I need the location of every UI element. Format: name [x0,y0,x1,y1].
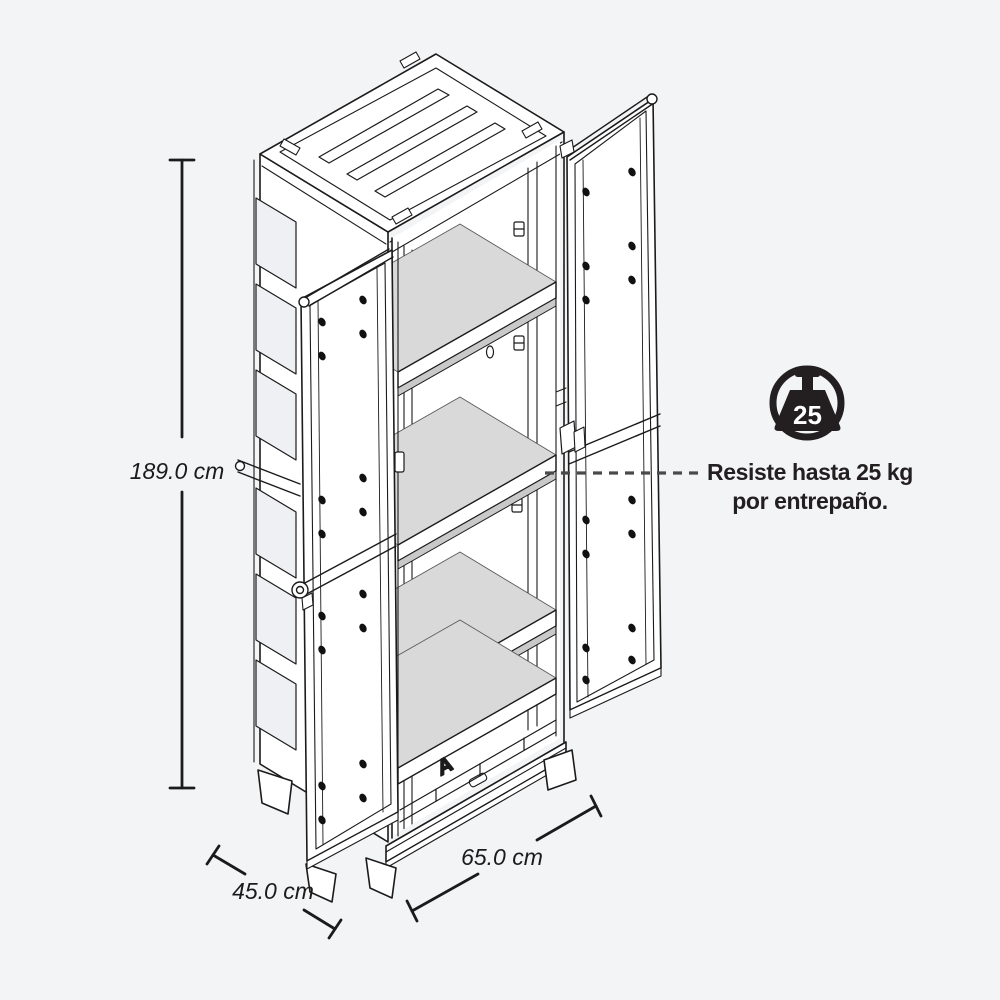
right-door-top-hinge-bar [559,93,658,161]
hinge-brace [234,459,301,497]
weight-capacity-icon: 25 [769,365,845,441]
front-left-foot [365,857,397,899]
depth-dimension: 45.0 cm [205,844,343,940]
front-right-foot [543,749,577,791]
left-door-seam [291,533,397,611]
right-door-seam [559,413,661,465]
ladder-openings [255,197,297,751]
capacity-note-line1: Resiste hasta 25 kg [707,459,913,485]
width-dimension-label: 65.0 cm [461,844,543,870]
depth-dimension-label: 45.0 cm [232,878,314,904]
capacity-callout: 25 Resiste hasta 25 kg por entrepaño. [707,365,913,514]
vent-slots [318,88,506,198]
cabinet-drawing: A [234,51,662,903]
door-foot [305,863,337,903]
right-door [559,93,662,719]
left-door-top-hinge-bar [298,248,394,308]
feet [305,749,577,903]
plinth-handle-recess [468,772,488,788]
capacity-value: 25 [793,400,822,430]
capacity-note-line2: por entrepaño. [732,488,887,514]
door-knob [291,581,309,599]
left-door-screw-dots [318,295,367,825]
height-dimension-label: 189.0 cm [130,458,225,484]
height-dimension: 189.0 cm [130,158,225,790]
right-door-screw-dots [582,167,636,685]
cabinet-interior [392,140,560,836]
top-corner-tabs [279,51,543,225]
back-left-foot [257,769,293,815]
width-dimension: 65.0 cm [405,794,603,923]
left-door [291,248,399,870]
top-panel [259,51,565,243]
